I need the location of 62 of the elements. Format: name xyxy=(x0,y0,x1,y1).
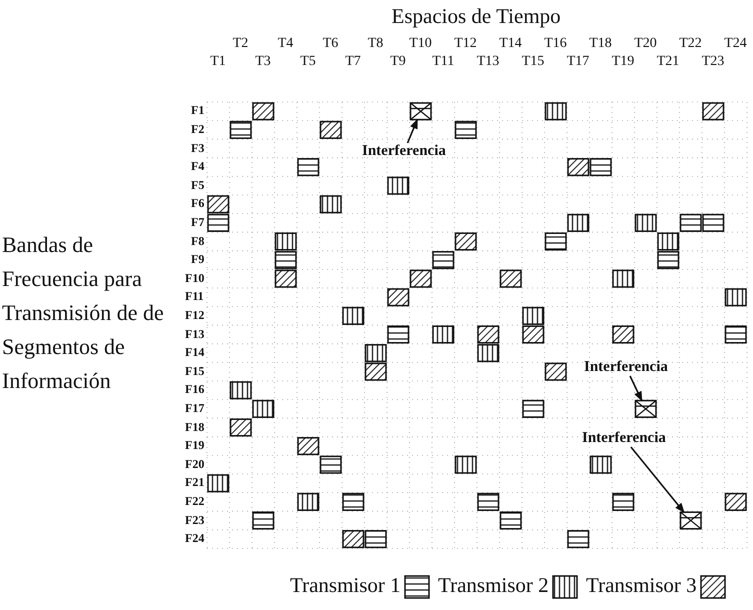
time-slot-label: T6 xyxy=(322,36,338,52)
time-slot-label: T12 xyxy=(454,36,477,52)
time-slot-label: T23 xyxy=(702,54,724,70)
frequency-band-label: F23 xyxy=(185,512,204,528)
time-slot-label: T24 xyxy=(724,36,747,52)
axis-title: Espacios de Tiempo xyxy=(392,4,561,29)
time-slot-label: T13 xyxy=(476,54,500,70)
time-slot-label: T4 xyxy=(278,36,294,52)
frequency-band-label: F20 xyxy=(185,456,204,472)
time-slot-label: T11 xyxy=(432,54,454,70)
time-slot-label: T18 xyxy=(589,36,612,52)
interference-block xyxy=(410,102,432,120)
frequency-band-label: F16 xyxy=(185,382,204,398)
leader-arrow xyxy=(629,376,643,402)
frequency-band-label: F18 xyxy=(185,420,204,434)
frequency-band-label: F12 xyxy=(185,308,204,323)
frequency-band-label: F9 xyxy=(191,252,204,268)
interference-block xyxy=(634,400,657,418)
frequency-band-label: F24 xyxy=(185,531,204,546)
legend-label: Transmisor 2 xyxy=(438,573,549,598)
time-slot-label: T1 xyxy=(210,54,226,70)
time-slot-label: T10 xyxy=(409,36,432,52)
frequency-band-label: F2 xyxy=(191,122,204,137)
time-slot-label: T2 xyxy=(232,36,248,52)
annotation-label: Interferencia xyxy=(582,430,666,447)
time-slot-label: T19 xyxy=(612,54,634,70)
time-slot-label: T22 xyxy=(679,36,702,52)
frequency-band-label: F8 xyxy=(191,234,204,248)
frequency-band-label: F17 xyxy=(185,400,204,416)
frequency-band-label: F5 xyxy=(191,178,204,193)
frequency-band-label: F14 xyxy=(185,345,204,360)
time-slot-label: T21 xyxy=(656,54,680,70)
time-slot-label: T9 xyxy=(390,54,406,70)
time-slot-label: T5 xyxy=(300,54,316,70)
time-slot-label: T7 xyxy=(345,54,361,70)
time-slot-label: T8 xyxy=(368,36,384,52)
axis-title: Bandas de Frecuencia para Transmisión de de Segmentos de Información xyxy=(2,231,164,395)
leader-arrow xyxy=(406,118,418,144)
frequency-band-label: F3 xyxy=(191,140,204,156)
frequency-band-label: F15 xyxy=(185,364,204,379)
legend-label: Transmisor 3 xyxy=(586,573,697,598)
frequency-band-label: F11 xyxy=(185,289,204,304)
frequency-band-label: F13 xyxy=(185,326,204,342)
annotation-label: Interferencia xyxy=(362,143,446,160)
frequency-band-label: F19 xyxy=(185,438,204,454)
frequency-band-label: F21 xyxy=(185,475,204,490)
frequency-band-label: F7 xyxy=(191,214,204,230)
frequency-band-label: F6 xyxy=(191,196,204,212)
legend-label: Transmisor 1 xyxy=(290,573,401,598)
frequency-band-label: F1 xyxy=(191,103,204,118)
time-slot-label: T14 xyxy=(499,36,522,52)
time-slot-label: T20 xyxy=(634,36,657,52)
time-slot-label: T15 xyxy=(522,54,544,70)
time-slot-label: T3 xyxy=(255,54,271,70)
interference-block xyxy=(680,511,702,530)
time-slot-label: T16 xyxy=(544,36,567,52)
frequency-band-label: F4 xyxy=(191,159,204,174)
frequency-band-label: F10 xyxy=(185,270,204,286)
annotation-label: Interferencia xyxy=(584,359,668,376)
leader-arrow xyxy=(630,446,685,513)
time-slot-label: T17 xyxy=(566,54,590,70)
frequency-band-label: F22 xyxy=(185,494,204,509)
